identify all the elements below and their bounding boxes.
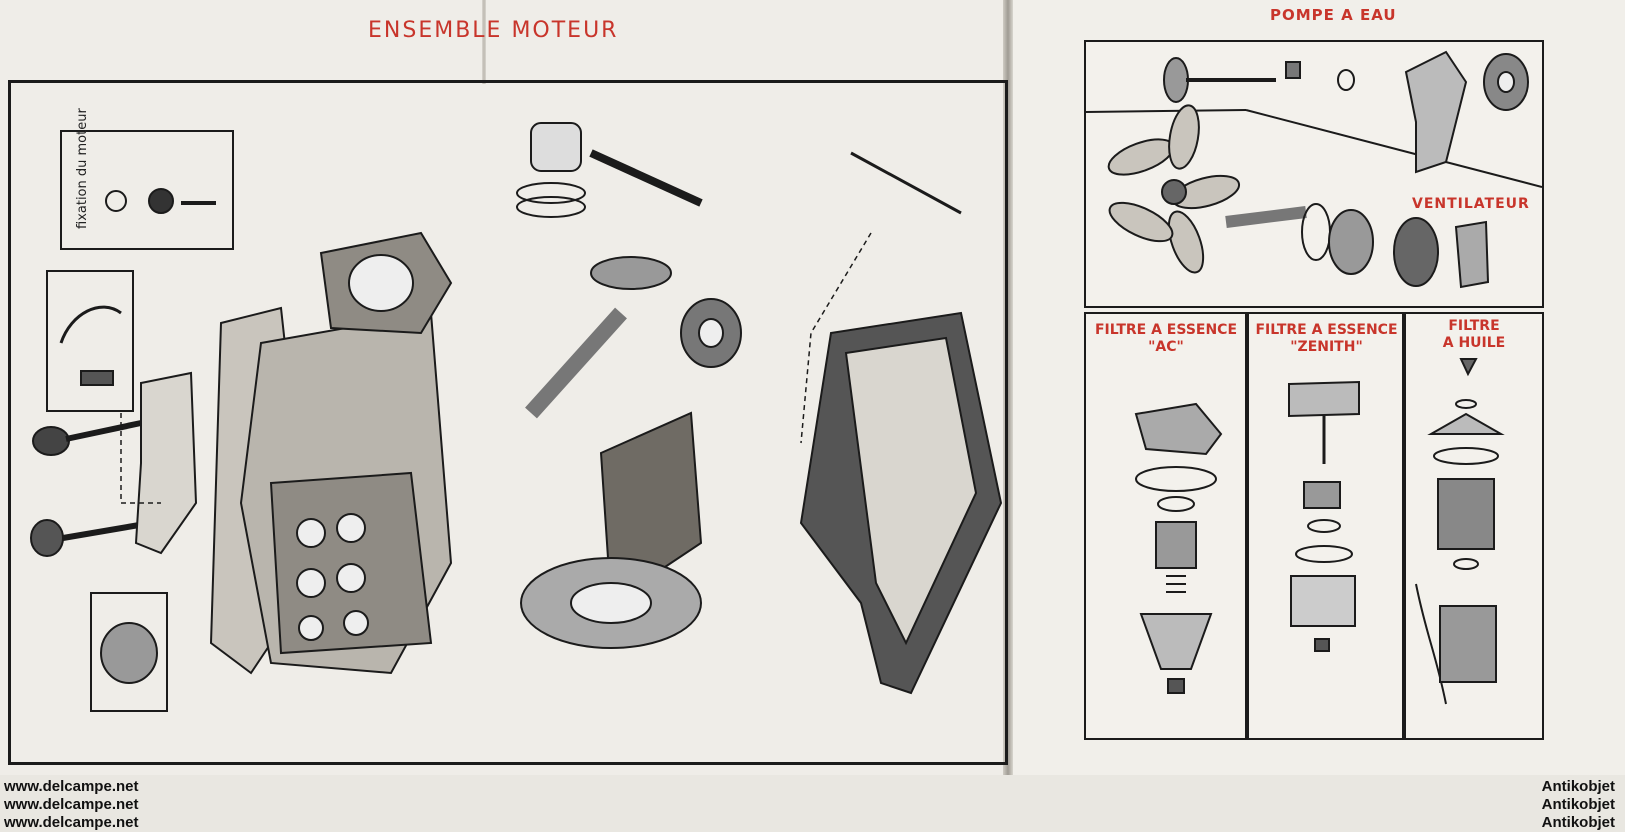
fan-title: VENTILATEUR (1412, 196, 1530, 212)
filter-oil-title: FILTRE A HUILE (1442, 318, 1506, 351)
footer-right-line: Antikobjet (1541, 796, 1615, 813)
footer-left-watermark: www.delcampe.net www.delcampe.net www.de… (4, 778, 138, 832)
engine-exploded-drawing (30, 122, 1003, 712)
filter-ac-drawing (1134, 402, 1223, 694)
page-crease (482, 0, 486, 84)
pump-fan-drawing (1085, 50, 1543, 289)
footer-left-line: www.delcampe.net (4, 796, 139, 813)
filter-ac-title: FILTRE A ESSENCE "AC" (1094, 322, 1238, 355)
footer-right-line: Antikobjet (1541, 814, 1615, 831)
footer-left-line: www.delcampe.net (4, 778, 139, 795)
fixation-label: fixation du moteur (75, 108, 90, 229)
water-pump-title: POMPE A EAU (1270, 6, 1397, 24)
page-fold (1003, 0, 1013, 775)
footer-right-line: Antikobjet (1541, 778, 1615, 795)
footer-right-watermark: Antikobjet Antikobjet Antikobjet (1542, 778, 1615, 832)
filter-oil-panel (1404, 312, 1544, 740)
filter-zenith-panel (1247, 312, 1404, 740)
engine-diagram-frame: fixation du moteur (8, 80, 1008, 765)
footer-left-line: www.delcampe.net (4, 814, 139, 831)
filter-zenith-title: FILTRE A ESSENCE "ZENITH" (1255, 322, 1398, 355)
engine-assembly-title: ENSEMBLE MOTEUR (368, 18, 619, 43)
filter-zenith-drawing (1288, 380, 1360, 652)
pump-fan-panel (1084, 40, 1544, 308)
filter-oil-drawing (1415, 358, 1505, 705)
filter-ac-panel (1084, 312, 1247, 740)
